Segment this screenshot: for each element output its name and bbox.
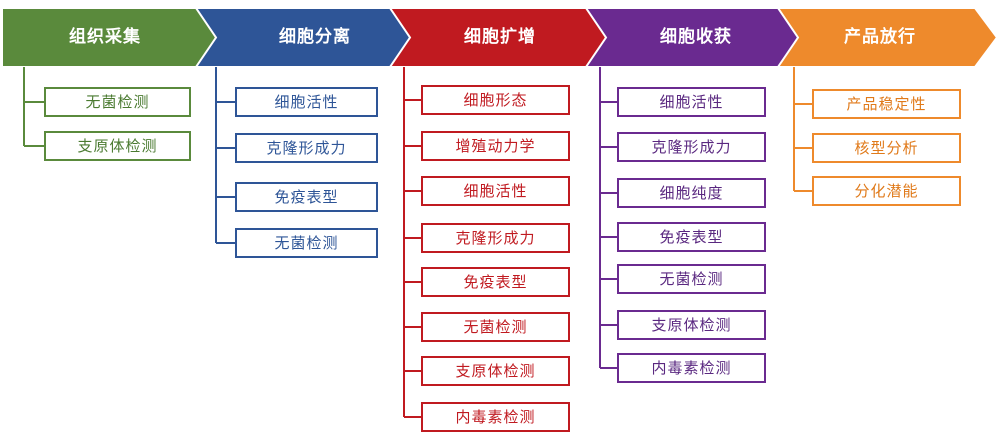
- stage-title-text: 细胞收获: [660, 27, 732, 47]
- check-item-box: [617, 264, 766, 294]
- check-item-box: [235, 182, 378, 212]
- check-item: 细胞活性: [422, 179, 569, 203]
- check-item: 细胞活性: [618, 90, 765, 114]
- stage-title-3: 细胞扩增: [412, 8, 588, 66]
- check-item-box: [44, 131, 191, 161]
- check-item-box: [617, 87, 766, 117]
- check-item: 细胞形态: [422, 88, 569, 112]
- stage-title-text: 细胞扩增: [464, 27, 536, 47]
- check-item: 克隆形成力: [422, 226, 569, 250]
- check-item-box: [812, 176, 961, 206]
- stage-title-1: 组织采集: [10, 8, 200, 66]
- check-item-box: [235, 228, 378, 258]
- check-item-label: 细胞纯度: [659, 184, 724, 202]
- check-item: 无菌检测: [236, 231, 377, 255]
- check-item: 细胞活性: [236, 90, 377, 114]
- check-item-label: 克隆形成力: [455, 229, 536, 247]
- check-item: 增殖动力学: [422, 134, 569, 158]
- check-item-box: [617, 222, 766, 252]
- check-item-label: 无菌检测: [274, 234, 339, 252]
- check-item-box: [44, 87, 191, 117]
- check-item-label: 产品稳定性: [846, 95, 927, 113]
- check-item-box: [421, 312, 570, 342]
- check-item-label: 克隆形成力: [651, 138, 732, 156]
- check-item-label: 内毒素检测: [455, 408, 536, 426]
- check-item: 分化潜能: [813, 179, 960, 203]
- check-item-label: 无菌检测: [659, 270, 724, 288]
- stage-title-4: 细胞收获: [608, 8, 784, 66]
- check-item-box: [421, 131, 570, 161]
- check-item: 核型分析: [813, 136, 960, 160]
- check-item-label: 支原体检测: [651, 316, 732, 334]
- check-item: 支原体检测: [618, 313, 765, 337]
- stage-title-text: 产品放行: [844, 27, 916, 47]
- check-item: 产品稳定性: [813, 92, 960, 116]
- check-item: 细胞纯度: [618, 181, 765, 205]
- check-item-label: 免疫表型: [659, 228, 724, 246]
- check-item-label: 核型分析: [854, 139, 919, 157]
- check-item-box: [421, 223, 570, 253]
- check-item-box: [812, 89, 961, 119]
- check-item-box: [617, 310, 766, 340]
- check-item-box: [617, 132, 766, 162]
- check-item: 无菌检测: [45, 90, 190, 114]
- check-item: 支原体检测: [45, 134, 190, 158]
- check-item: 无菌检测: [422, 315, 569, 339]
- stage-title-2: 细胞分离: [236, 8, 394, 66]
- check-item-box: [421, 85, 570, 115]
- check-item-label: 细胞活性: [274, 93, 339, 111]
- check-item-label: 细胞形态: [463, 91, 528, 109]
- check-item-box: [421, 356, 570, 386]
- stage-title-text: 组织采集: [69, 27, 141, 47]
- check-item-box: [235, 87, 378, 117]
- check-item-box: [617, 178, 766, 208]
- check-item-label: 内毒素检测: [651, 359, 732, 377]
- check-item: 免疫表型: [236, 185, 377, 209]
- check-item-label: 免疫表型: [463, 273, 528, 291]
- check-item-label: 增殖动力学: [455, 137, 536, 155]
- check-item-label: 分化潜能: [854, 182, 919, 200]
- check-item-box: [235, 133, 378, 163]
- check-item-label: 免疫表型: [274, 188, 339, 206]
- check-item: 免疫表型: [618, 225, 765, 249]
- check-item-label: 克隆形成力: [266, 139, 347, 157]
- stage-chevron-5: [776, 7, 999, 68]
- check-item-box: [421, 267, 570, 297]
- stage-title-5: 产品放行: [800, 8, 960, 66]
- check-item-label: 无菌检测: [85, 93, 150, 111]
- check-item-box: [421, 402, 570, 432]
- check-item: 无菌检测: [618, 267, 765, 291]
- check-item-box: [812, 133, 961, 163]
- check-item-label: 细胞活性: [463, 182, 528, 200]
- check-item: 克隆形成力: [618, 135, 765, 159]
- check-item-label: 细胞活性: [659, 93, 724, 111]
- check-item: 内毒素检测: [618, 356, 765, 380]
- check-item-label: 支原体检测: [77, 137, 158, 155]
- check-item-label: 无菌检测: [463, 318, 528, 336]
- check-item: 克隆形成力: [236, 136, 377, 160]
- check-item: 内毒素检测: [422, 405, 569, 429]
- check-item-box: [617, 353, 766, 383]
- check-item: 免疫表型: [422, 270, 569, 294]
- stage-title-text: 细胞分离: [279, 27, 351, 47]
- check-item-box: [421, 176, 570, 206]
- check-item-label: 支原体检测: [455, 362, 536, 380]
- check-item: 支原体检测: [422, 359, 569, 383]
